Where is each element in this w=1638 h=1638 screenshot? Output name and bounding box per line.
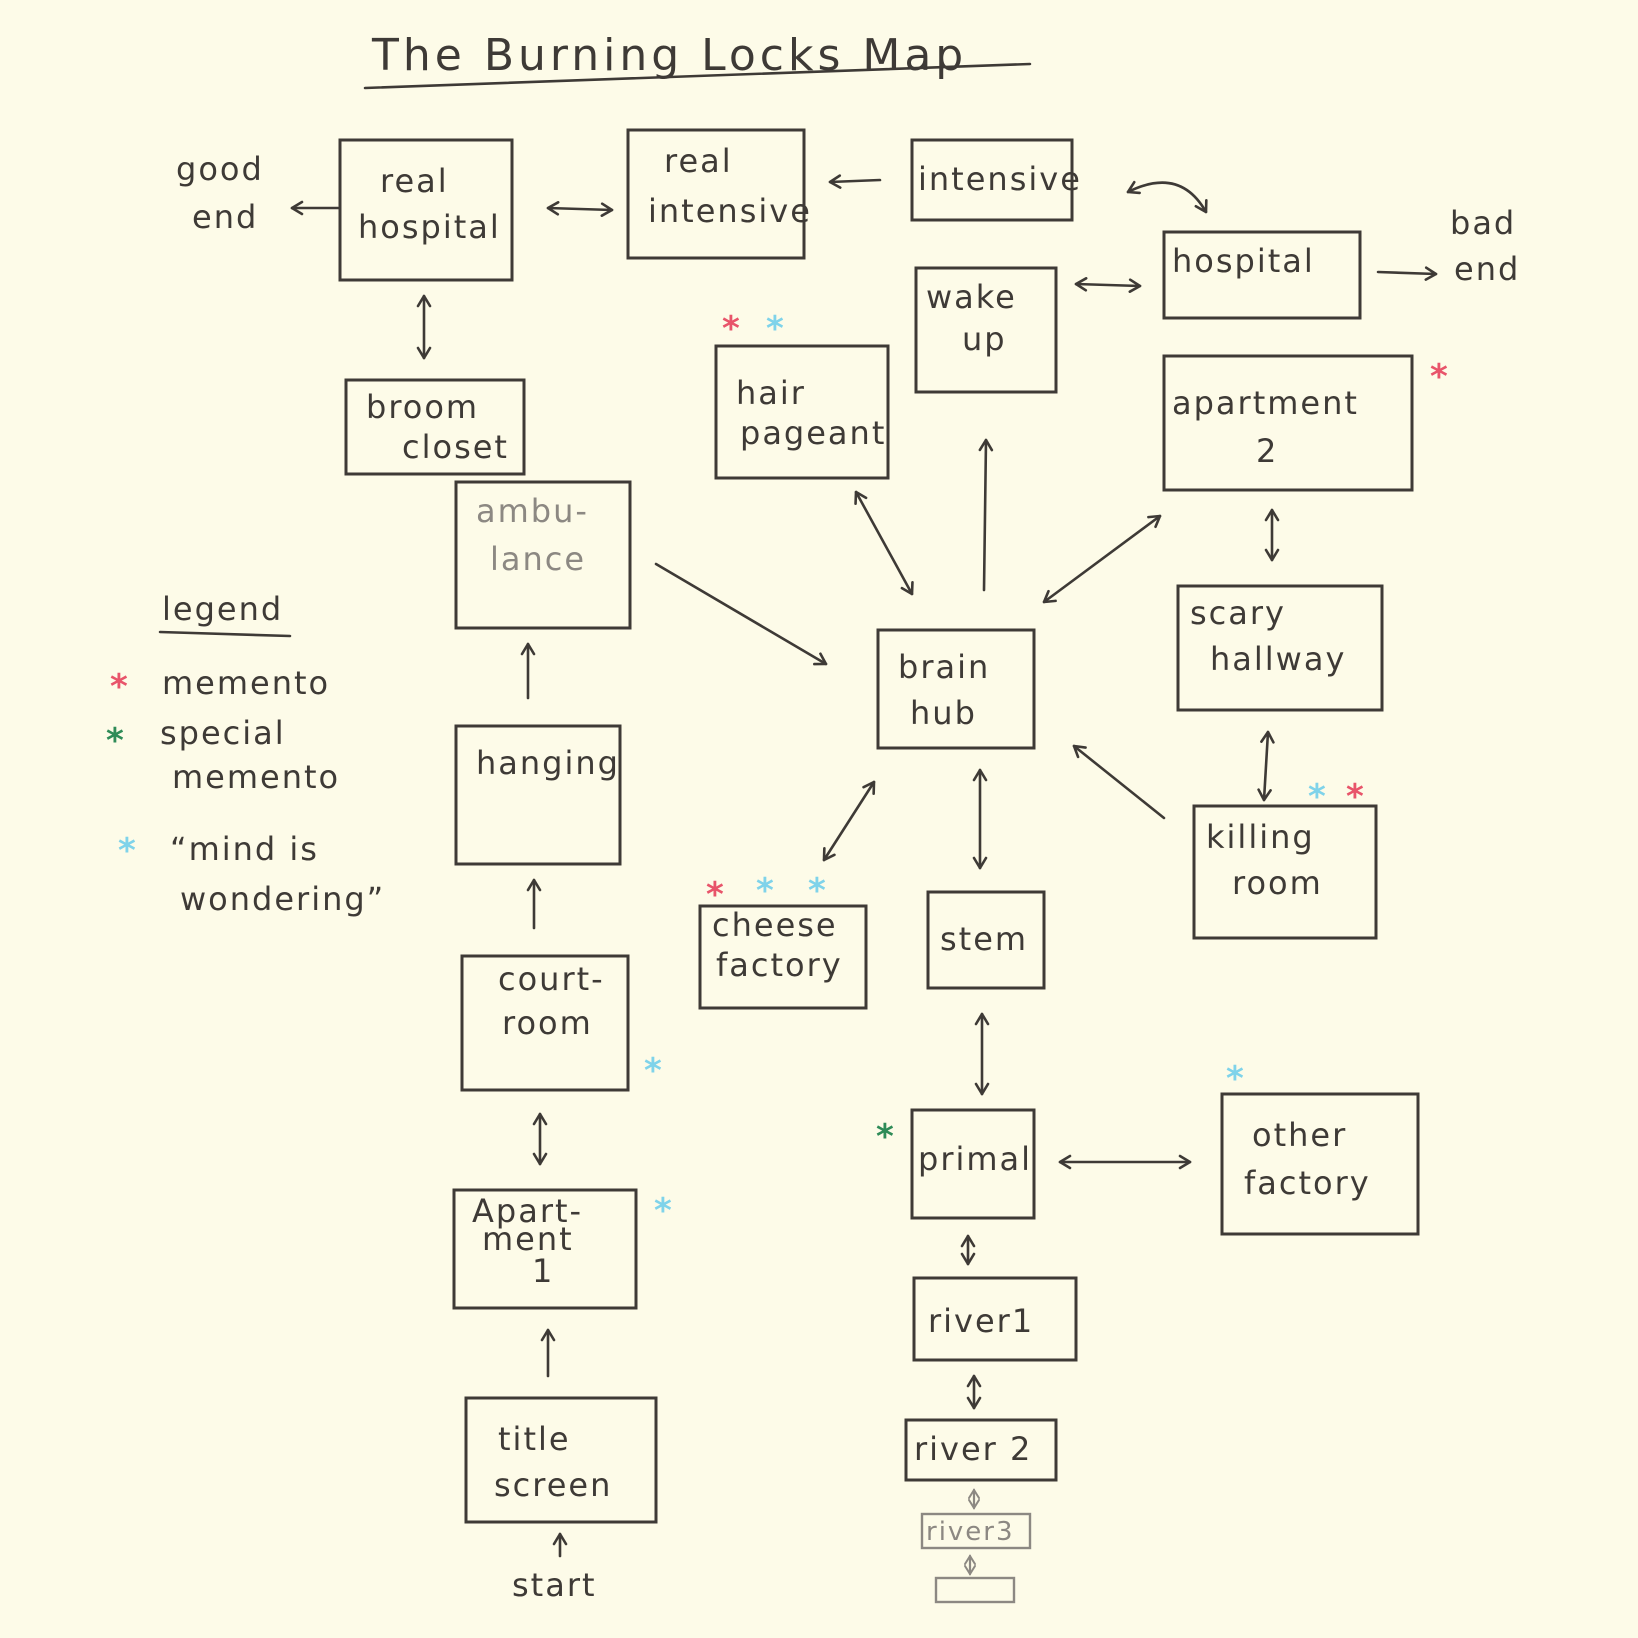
legend-underline (158, 630, 292, 638)
box-hanging (454, 724, 622, 866)
box-primal (910, 1108, 1036, 1220)
arrow-scary-hallway-killing-room (1257, 730, 1275, 802)
box-apartment-2 (1162, 354, 1414, 492)
legend-special-memento-star: * (106, 721, 126, 761)
arrow-killing-room-to-brain-hub (1072, 744, 1166, 820)
label-river-2: river 2 (914, 1430, 1032, 1468)
label-hanging: hanging (476, 744, 620, 782)
box-intensive (910, 138, 1074, 222)
box-title-screen (464, 1396, 658, 1524)
mind-wandering-star-apartment-1: * (654, 1191, 674, 1231)
arrow-ambulance-to-brain-hub (654, 562, 828, 666)
box-scary-hallway (1176, 584, 1384, 712)
box-hospital (1162, 230, 1362, 320)
mind-wandering-star-cheese-factory-1: * (756, 871, 776, 911)
box-killing-room (1192, 804, 1378, 940)
box-apartment-1 (452, 1188, 638, 1310)
arrow-wake-up-hospital (1074, 277, 1142, 293)
mind-wandering-star-cheese-factory-2: * (808, 871, 828, 911)
box-real-hospital (338, 138, 514, 282)
legend-mind-wandering-star: * (118, 831, 138, 871)
arrow-intensive-hospital (1126, 180, 1208, 214)
box-river-3 (920, 1512, 1032, 1550)
label-intensive: intensive (918, 160, 1082, 198)
label-primal: primal (918, 1140, 1032, 1178)
legend-heading: legend (162, 590, 283, 628)
label-start: start (512, 1566, 597, 1604)
memento-star-apartment-2: * (1430, 357, 1450, 397)
label-river-3: river3 (926, 1517, 1015, 1547)
arrow-brain-hub-apartment-2 (1042, 514, 1162, 604)
memento-star-cheese-factory: * (706, 875, 726, 915)
arrow-hospital-to-bad-end (1376, 266, 1438, 281)
arrow-brain-hub-hair-pageant (854, 490, 914, 596)
legend-memento-label: memento (162, 664, 330, 702)
arrow-intensive-to-real-intensive (828, 174, 882, 189)
mind-wandering-star-courtroom: * (644, 1051, 664, 1091)
mind-wandering-star-other-factory: * (1226, 1059, 1246, 1099)
mind-wandering-star-hair-pageant: * (766, 309, 786, 349)
label-river-1: river1 (928, 1302, 1034, 1340)
box-broom-closet (344, 378, 526, 476)
label-stem: stem (940, 920, 1028, 958)
connections (290, 174, 1438, 1576)
box-river-1 (912, 1276, 1078, 1362)
legend-memento-star: * (110, 667, 130, 707)
label-courtroom: court-room (498, 960, 605, 1042)
special-memento-star-primal: * (876, 1117, 896, 1157)
title-underline (363, 62, 1032, 90)
box-cheese-factory (698, 904, 868, 1010)
box-river-2 (904, 1418, 1058, 1482)
label-hospital: hospital (1172, 242, 1315, 280)
box-wake-up (914, 266, 1058, 394)
box-ambulance (454, 480, 632, 630)
memento-star-killing-room: * (1346, 777, 1366, 817)
memento-star-hair-pageant: * (722, 309, 742, 349)
box-stem (926, 890, 1046, 990)
box-real-intensive (626, 128, 806, 260)
box-hair-pageant (714, 344, 890, 480)
mind-wandering-star-killing-room: * (1308, 777, 1328, 817)
arrow-brain-hub-to-wake-up (978, 438, 994, 592)
box-courtroom (460, 954, 630, 1092)
map-title: The Burning Locks Map (371, 30, 967, 81)
arrow-real-hospital-real-intensive (546, 201, 614, 217)
box-river-4-faded (934, 1576, 1016, 1604)
box-brain-hub (876, 628, 1036, 750)
box-other-factory (1220, 1092, 1420, 1236)
memento-markers: * * * * * * * * * * * * (644, 309, 1450, 1231)
arrow-brain-hub-cheese-factory (822, 780, 876, 862)
label-ambulance: ambu-lance (476, 492, 589, 578)
